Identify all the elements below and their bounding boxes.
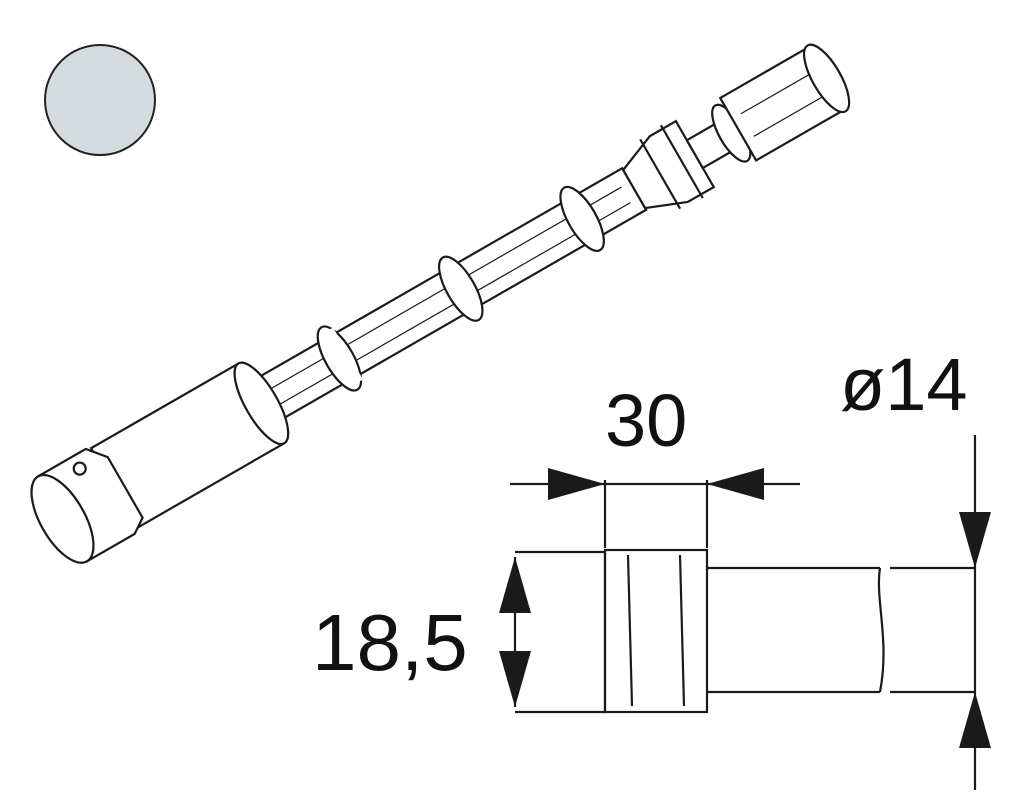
- dimension-arrows: [499, 468, 991, 748]
- arrow-up-icon: [959, 692, 991, 748]
- height-dimension-label: 18,5: [312, 598, 468, 687]
- arrow-up-icon: [499, 557, 531, 613]
- color-swatch: [44, 44, 156, 156]
- length-dimension-label: 30: [605, 379, 687, 462]
- diameter-dimension-label: ø14: [840, 343, 968, 426]
- arrow-left-icon: [707, 468, 764, 500]
- connector-rod-illustration: [30, 43, 851, 564]
- arrow-right-icon: [548, 468, 605, 500]
- arrow-down-icon: [499, 651, 531, 707]
- arrow-down-icon: [959, 512, 991, 568]
